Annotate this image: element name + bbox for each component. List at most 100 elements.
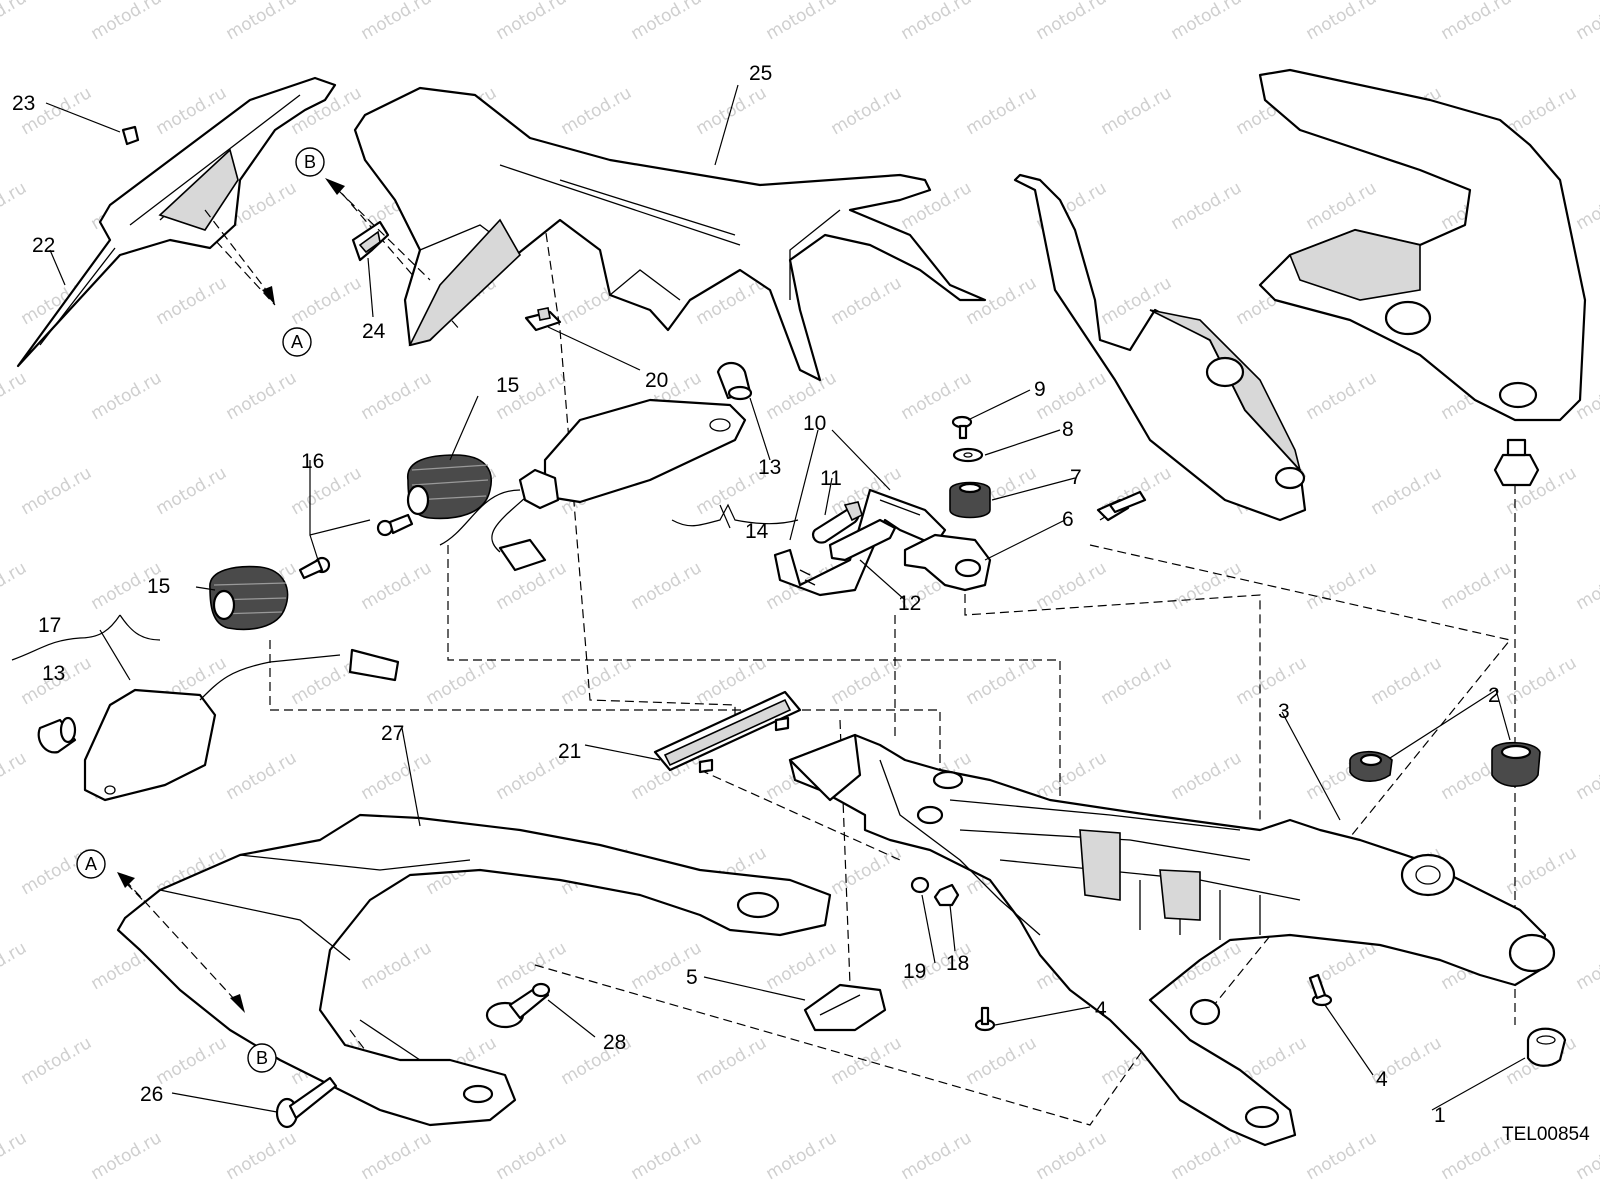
watermark-text: motod.ru [0, 748, 30, 804]
callout-12: 12 [898, 592, 921, 615]
nut-18 [933, 883, 960, 907]
watermark-text: motod.ru [1303, 558, 1381, 614]
watermark-text: motod.ru [1233, 653, 1311, 709]
callout-16: 16 [301, 450, 324, 473]
screw-16a [376, 513, 414, 537]
watermark-text: motod.ru [153, 463, 231, 519]
ref-marker-b-bottom: B [247, 1043, 277, 1073]
watermark-text: motod.ru [358, 1128, 436, 1184]
callout-3: 3 [1278, 700, 1290, 723]
indicator-grommet-lower [209, 565, 289, 631]
watermark-text: motod.ru [898, 0, 976, 44]
screw-26 [275, 1076, 338, 1129]
watermark-text: motod.ru [1168, 178, 1246, 234]
callout-22: 22 [32, 234, 55, 257]
watermark-text: motod.ru [628, 0, 706, 44]
watermark-text: motod.ru [558, 83, 636, 139]
ref-label: B [304, 152, 316, 172]
callout-7: 7 [1070, 466, 1082, 489]
callout-26: 26 [140, 1083, 163, 1106]
watermark-text: motod.ru [358, 558, 436, 614]
watermark-text: motod.ru [963, 653, 1041, 709]
watermark-text: motod.ru [1438, 558, 1516, 614]
screw-16b [298, 556, 331, 580]
side-panel-rear [1013, 173, 1307, 522]
watermark-text: motod.ru [898, 368, 976, 424]
watermark-text: motod.ru [493, 558, 571, 614]
callout-5: 5 [686, 966, 698, 989]
callout-4b: 4 [1376, 1068, 1388, 1091]
watermark-text: motod.ru [963, 83, 1041, 139]
callout-11: 11 [820, 467, 842, 490]
watermark-text: motod.ru [288, 273, 366, 329]
screw-4b [1308, 973, 1333, 1007]
clip-fastener [351, 220, 390, 262]
watermark-text: motod.ru [1368, 653, 1446, 709]
washer-19 [910, 876, 930, 894]
rear-mudguard [116, 813, 832, 1127]
watermark-text: motod.ru [1303, 368, 1381, 424]
watermark-text: motod.ru [558, 653, 636, 709]
side-panel-front [1258, 68, 1587, 422]
watermark-text: motod.ru [0, 1128, 30, 1184]
rear-subframe [788, 733, 1556, 1147]
watermark-text: motod.ru [493, 938, 571, 994]
watermark-text: motod.ru [1033, 748, 1111, 804]
watermark-text: motod.ru [1168, 1128, 1246, 1184]
bolt-left-panel [1096, 490, 1147, 522]
watermark-text: motod.ru [493, 1128, 571, 1184]
watermark-text: motod.ru [1503, 653, 1581, 709]
tail-cover [353, 86, 987, 382]
drawing-code: TEL00854 [1502, 1124, 1590, 1145]
watermark-text: motod.ru [0, 368, 30, 424]
watermark-text: motod.ru [1098, 653, 1176, 709]
watermark-text: motod.ru [223, 748, 301, 804]
callout-24: 24 [362, 320, 386, 343]
leader-lines [11, 84, 1526, 1113]
watermark-text: motod.ru [828, 843, 906, 899]
watermark-text: motod.ru [223, 0, 301, 44]
callout-21: 21 [558, 740, 581, 763]
watermark-text: motod.ru [88, 368, 166, 424]
callout-9: 9 [1034, 378, 1046, 401]
watermark-text: motod.ru [1303, 178, 1381, 234]
turn-indicator-left [83, 648, 400, 802]
plate-light [653, 690, 802, 774]
license-plate-holder [16, 76, 337, 368]
callout-6: 6 [1062, 508, 1074, 531]
bushing-1 [1526, 1027, 1567, 1067]
watermark-text: motod.ru [1573, 178, 1600, 234]
watermark-text: motod.ru [693, 1033, 771, 1089]
ref-marker-a-bottom: A [76, 849, 106, 879]
grommet-2b [1491, 741, 1541, 788]
watermark-text: motod.ru [1168, 0, 1246, 44]
watermark-text: motod.ru [963, 1033, 1041, 1089]
watermark-text: motod.ru [628, 1128, 706, 1184]
callout-15b: 15 [147, 575, 170, 598]
watermark-text: motod.ru [828, 1033, 906, 1089]
callout-17: 17 [38, 614, 61, 637]
callout-2: 2 [1488, 684, 1500, 707]
callout-8: 8 [1062, 418, 1074, 441]
watermark-text: motod.ru [1303, 1128, 1381, 1184]
watermark-text: motod.ru [493, 0, 571, 44]
callout-20: 20 [645, 369, 668, 392]
callout-14: 14 [745, 520, 769, 543]
callout-25: 25 [749, 62, 772, 85]
callout-18: 18 [946, 952, 969, 975]
reference-markers: B A A B [76, 147, 325, 1073]
watermark-text: motod.ru [1573, 748, 1600, 804]
watermark-text: motod.ru [223, 1128, 301, 1184]
watermark-text: motod.ru [1303, 0, 1381, 44]
callout-27: 27 [381, 722, 404, 745]
callout-4a: 4 [1095, 998, 1107, 1021]
grommet-7 [949, 481, 991, 519]
watermark-text: motod.ru [288, 463, 366, 519]
ref-marker-b-top: B [295, 147, 325, 177]
watermark-text: motod.ru [1168, 748, 1246, 804]
callout-1: 1 [1434, 1104, 1446, 1127]
watermark-text: motod.ru [153, 1033, 231, 1089]
screw-4a [974, 1006, 996, 1032]
nut-right-panel [1493, 438, 1540, 487]
